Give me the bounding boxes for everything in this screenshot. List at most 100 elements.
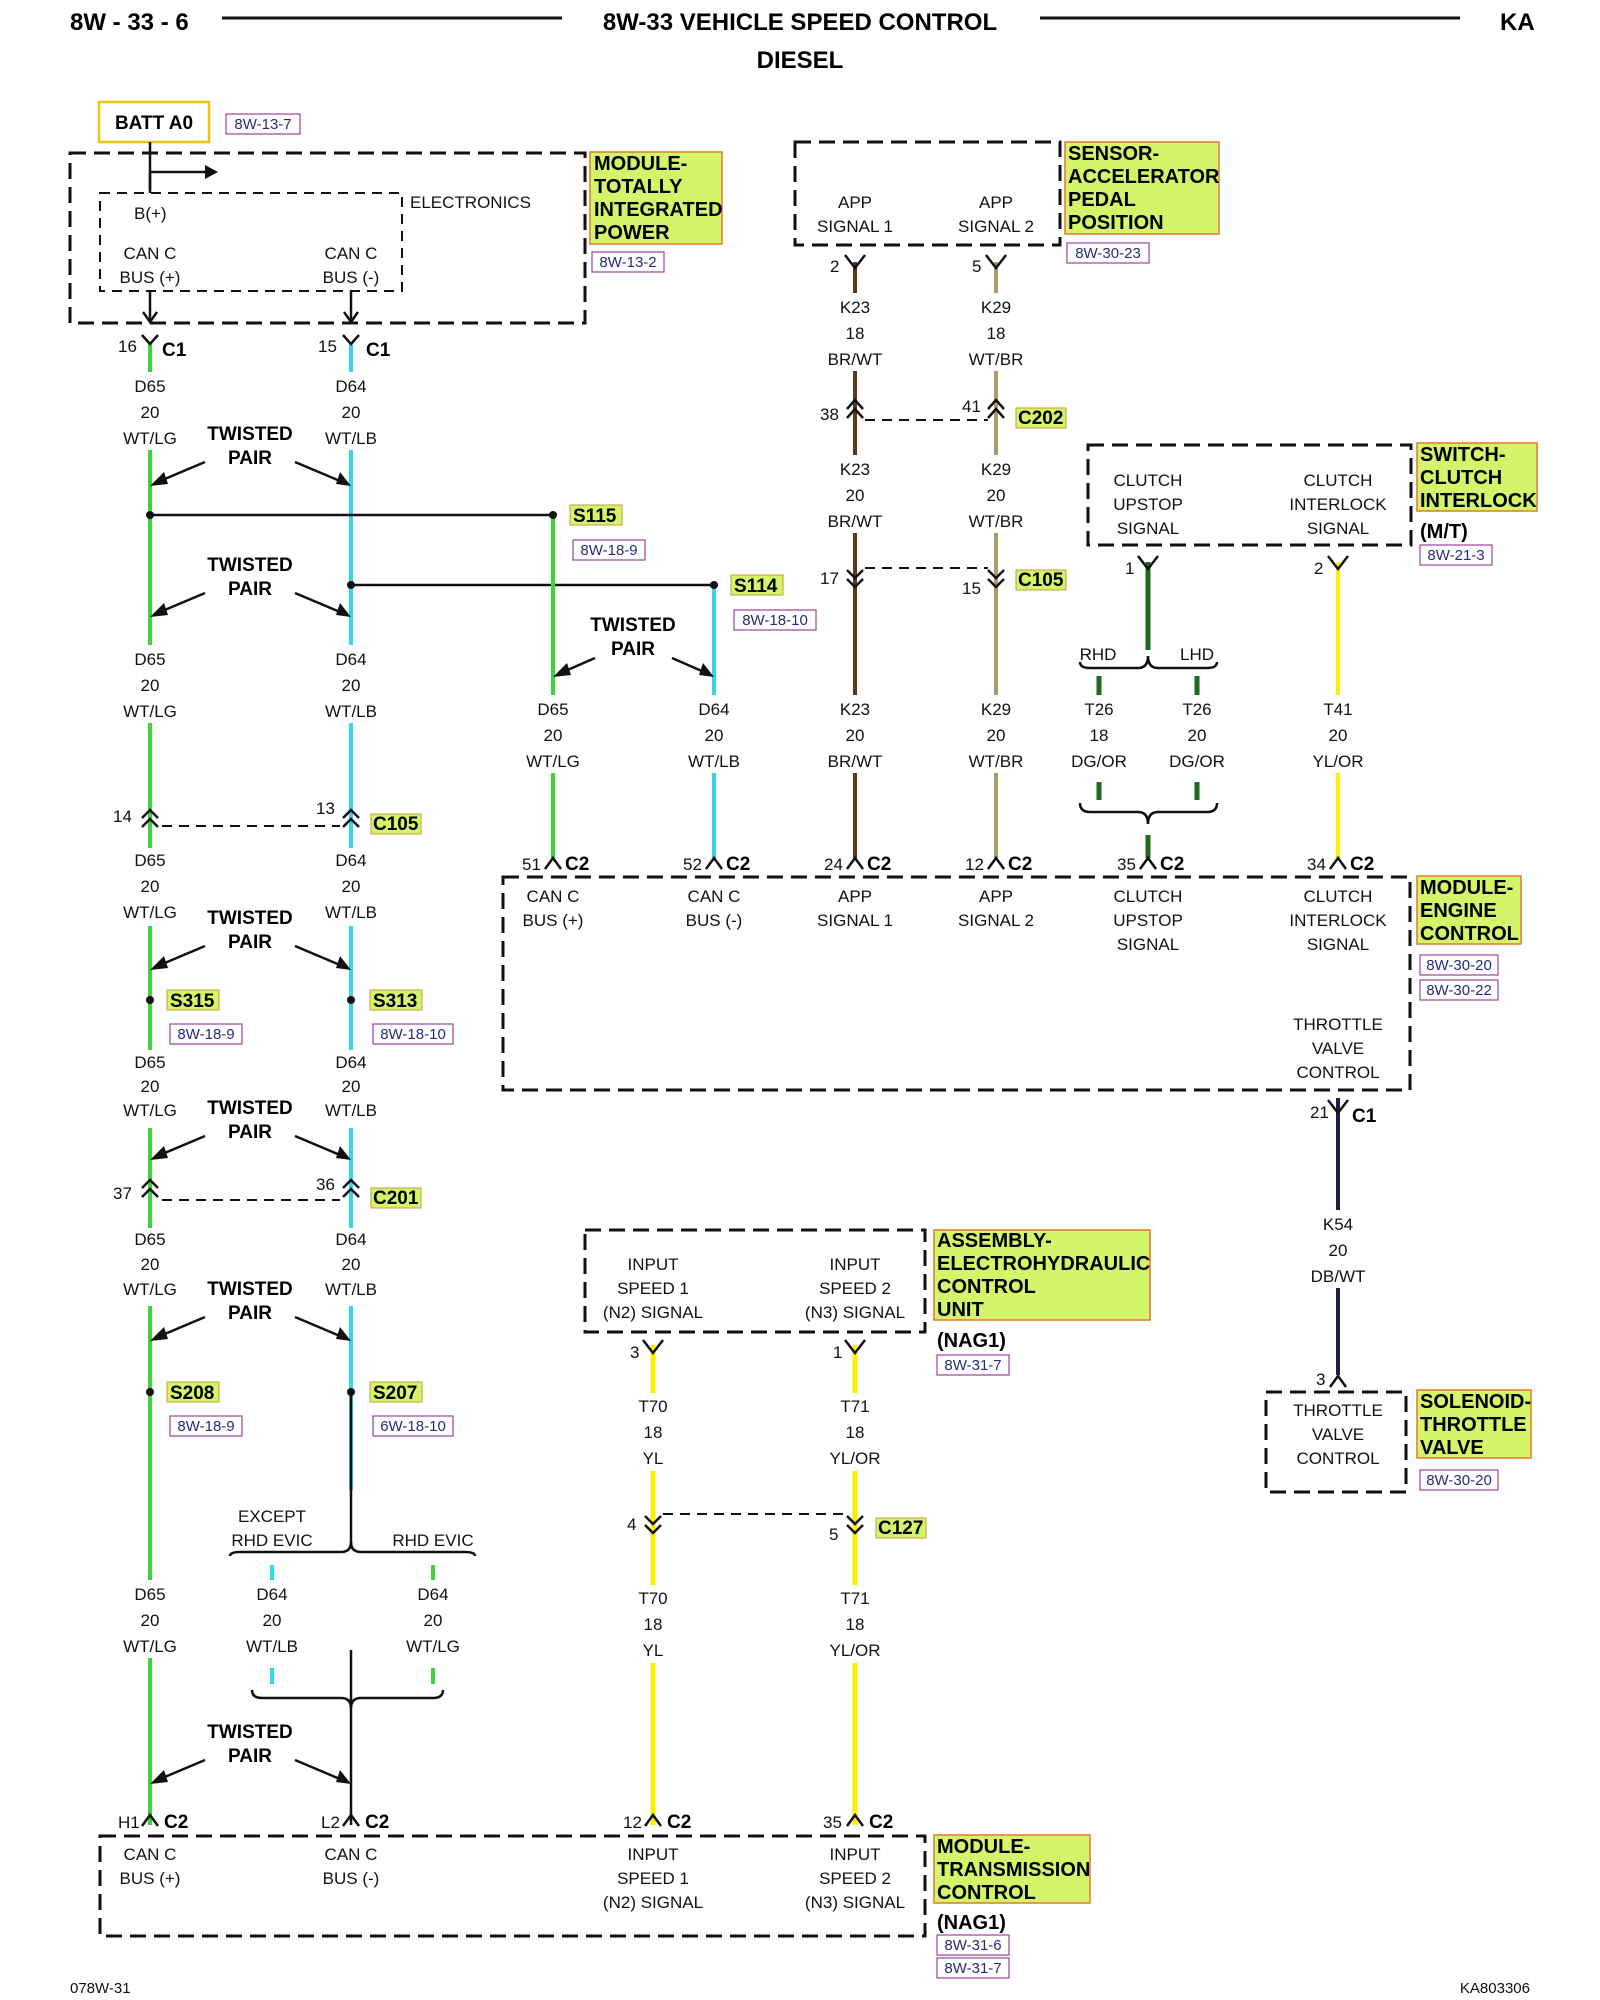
svg-text:20: 20 [1188, 726, 1207, 745]
ecm-p2-2: BUS (-) [686, 911, 743, 930]
pin-2b: 2 [1314, 559, 1323, 578]
svg-text:WT/LG: WT/LG [123, 702, 177, 721]
pin-41: 41 [962, 397, 981, 416]
app-ref[interactable]: 8W-30-23 [1075, 245, 1141, 262]
svg-text:K23: K23 [840, 460, 870, 479]
svg-text:DG/OR: DG/OR [1169, 752, 1225, 771]
ehcu-sig2-3: (N3) SIGNAL [805, 1303, 905, 1322]
connector-c201: 37 36 C201 [113, 1175, 422, 1209]
app-name-3: PEDAL [1068, 189, 1136, 211]
svg-text:YL: YL [643, 1641, 664, 1660]
ehcu-name-1: ASSEMBLY- [937, 1230, 1052, 1252]
svg-text:WT/BR: WT/BR [969, 350, 1024, 369]
sensor-app: APP SIGNAL 1 APP SIGNAL 2 SENSOR- ACCELE… [793, 140, 1220, 276]
connector-c105-can-label: C105 [373, 814, 419, 835]
ecm-name-1: MODULE- [1420, 877, 1513, 899]
splice-s313-ref[interactable]: 8W-18-10 [380, 1026, 446, 1043]
ecm-p1-1: CAN C [527, 887, 580, 906]
ecm-p1-2: BUS (+) [523, 911, 584, 930]
tcm-p2-2: BUS (-) [323, 1869, 380, 1888]
splice-s115-id: S115 [573, 506, 617, 527]
pin-l2: L2 [321, 1813, 340, 1832]
splice-s315-id: S315 [170, 991, 215, 1012]
splice-s115-ref[interactable]: 8W-18-9 [580, 542, 637, 559]
svg-text:20: 20 [342, 877, 361, 896]
svg-text:D65: D65 [134, 1585, 165, 1604]
page-subtitle: DIESEL [757, 47, 844, 74]
svg-text:YL/OR: YL/OR [1312, 752, 1363, 771]
ecm-p4-2: SIGNAL 2 [958, 911, 1034, 930]
tcm-p3-2: SPEED 1 [617, 1869, 689, 1888]
svg-text:BR/WT: BR/WT [828, 350, 883, 369]
svg-text:20: 20 [987, 726, 1006, 745]
batt-ref[interactable]: 8W-13-7 [234, 116, 291, 133]
pin-16: 16 [118, 337, 137, 356]
connector-c2-52: C2 [726, 854, 750, 875]
svg-text:WT/LG: WT/LG [123, 429, 177, 448]
tipm-name-4: POWER [594, 222, 670, 244]
clutch-sig1-2: UPSTOP [1113, 495, 1183, 514]
splice-s315-ref[interactable]: 8W-18-9 [177, 1026, 234, 1043]
svg-text:BR/WT: BR/WT [828, 752, 883, 771]
ehcu-sig1-3: (N2) SIGNAL [603, 1303, 703, 1322]
connector-c2-12b: C2 [667, 1812, 691, 1833]
svg-text:D65: D65 [134, 1230, 165, 1249]
svg-text:20: 20 [846, 726, 865, 745]
app-sig2-line2: SIGNAL 2 [958, 217, 1034, 236]
ecm-p5-1: CLUTCH [1114, 887, 1183, 906]
connector-c2-35: C2 [1160, 854, 1184, 875]
svg-text:D64: D64 [335, 1230, 366, 1249]
splice-s313: S313 8W-18-10 [347, 989, 454, 1045]
connector-c2-24: C2 [867, 854, 891, 875]
svg-text:20: 20 [141, 1611, 160, 1630]
tipm-canp-2: BUS (+) [120, 268, 181, 287]
svg-text:20: 20 [846, 486, 865, 505]
svg-text:K23: K23 [840, 298, 870, 317]
ecm-p7-1: THROTTLE [1293, 1015, 1383, 1034]
tcm-ref-1[interactable]: 8W-31-6 [944, 1937, 1001, 1954]
ehcu-name-3: CONTROL [937, 1276, 1036, 1298]
tcm-p4-3: (N3) SIGNAL [805, 1893, 905, 1912]
splice-s114: S114 8W-18-10 [347, 574, 817, 631]
svg-text:WT/LG: WT/LG [123, 1280, 177, 1299]
ecm-p7-3: CONTROL [1296, 1063, 1379, 1082]
svg-text:18: 18 [644, 1615, 663, 1634]
svg-text:20: 20 [141, 676, 160, 695]
svg-text:20: 20 [141, 403, 160, 422]
evic-variants: EXCEPT RHD EVIC RHD EVIC [228, 1507, 477, 1709]
pin-3-solenoid: 3 [1316, 1370, 1325, 1389]
page-code: KA [1500, 9, 1535, 36]
splice-s114-ref[interactable]: 8W-18-10 [742, 612, 808, 629]
svg-text:T41: T41 [1323, 700, 1352, 719]
pin-35b: 35 [823, 1813, 842, 1832]
svg-text:WT/BR: WT/BR [969, 752, 1024, 771]
svg-text:PAIR: PAIR [228, 448, 272, 469]
solenoid-ref[interactable]: 8W-30-20 [1426, 1472, 1492, 1489]
ecm-p3-1: APP [838, 887, 872, 906]
app-name-2: ACCELERATOR [1068, 166, 1220, 188]
ehcu-ref[interactable]: 8W-31-7 [944, 1357, 1001, 1374]
splice-s208-ref[interactable]: 8W-18-9 [177, 1418, 234, 1435]
connector-c1-b: C1 [366, 340, 391, 361]
clutch-ref[interactable]: 8W-21-3 [1427, 547, 1484, 564]
ecm-ref-2[interactable]: 8W-30-22 [1426, 982, 1492, 999]
connector-c1-a: C1 [162, 340, 187, 361]
svg-text:WT/LG: WT/LG [123, 903, 177, 922]
tcm-ref-2[interactable]: 8W-31-7 [944, 1960, 1001, 1977]
tipm-electronics: ELECTRONICS [410, 193, 531, 212]
svg-text:20: 20 [141, 1255, 160, 1274]
svg-text:PAIR: PAIR [228, 1303, 272, 1324]
pin-1b: 1 [833, 1343, 842, 1362]
svg-text:T70: T70 [638, 1397, 667, 1416]
splice-s207-ref[interactable]: 6W-18-10 [380, 1418, 446, 1435]
pin-12: 12 [965, 855, 984, 874]
connector-c2-l2: C2 [365, 1812, 389, 1833]
ecm-p5-3: SIGNAL [1117, 935, 1179, 954]
tipm-cann-1: CAN C [325, 244, 378, 263]
svg-text:K29: K29 [981, 700, 1011, 719]
tipm-ref[interactable]: 8W-13-2 [599, 254, 656, 271]
ehcu-sub: (NAG1) [937, 1330, 1006, 1352]
tcm-name-3: CONTROL [937, 1882, 1036, 1904]
ecm-ref-1[interactable]: 8W-30-20 [1426, 957, 1492, 974]
